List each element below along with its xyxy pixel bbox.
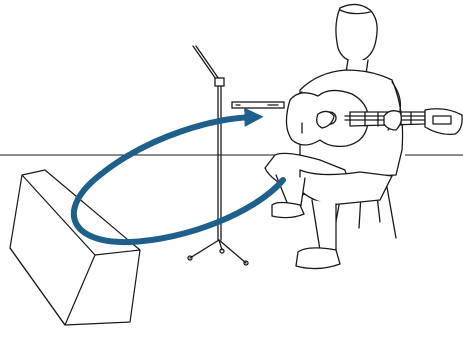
feedback-loop-arrow-icon <box>70 107 286 246</box>
guitar-icon <box>285 89 463 148</box>
speaker-cabinet-icon <box>9 169 141 326</box>
microphone-stand-icon <box>187 45 285 266</box>
